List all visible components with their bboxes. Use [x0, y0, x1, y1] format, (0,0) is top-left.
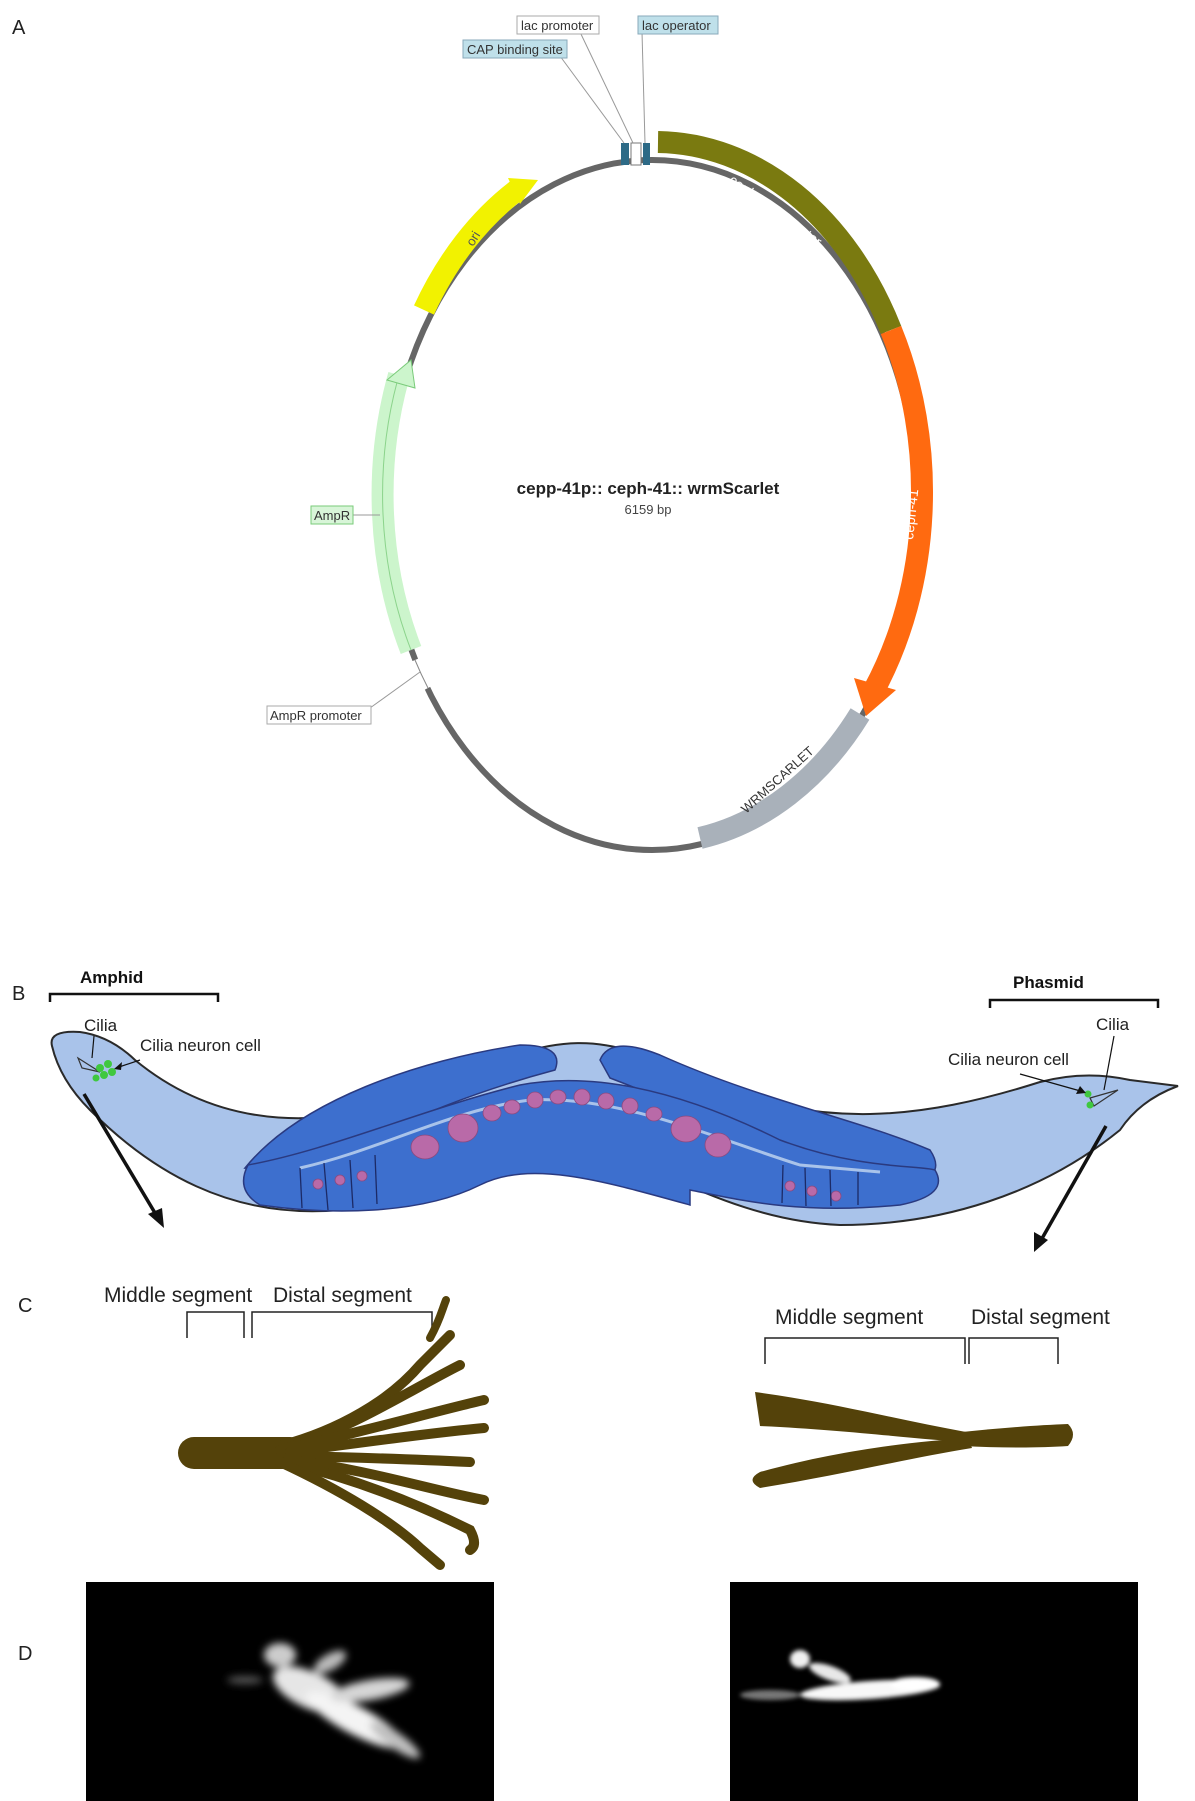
neuron-dot: [100, 1071, 108, 1079]
right-distal-label: Distal segment: [971, 1306, 1110, 1329]
egg: [411, 1135, 439, 1159]
cap-site-text: CAP binding site: [467, 42, 563, 57]
egg: [357, 1171, 367, 1181]
phasmid-label: Phasmid: [1013, 973, 1084, 992]
egg: [831, 1191, 841, 1201]
neuron-dot: [93, 1075, 100, 1082]
ampr-arc: [383, 375, 411, 650]
neuron-dot: [1085, 1091, 1092, 1098]
neuron-label-right: Cilia neuron cell: [948, 1050, 1069, 1069]
egg: [598, 1093, 614, 1109]
egg: [313, 1179, 323, 1189]
panel-label-c: C: [18, 1295, 32, 1317]
amphid-cilia-bundle: [194, 1300, 484, 1565]
ampr-promoter-text: AmpR promoter: [270, 708, 362, 723]
phasmid-micrograph: [730, 1582, 1138, 1801]
egg: [807, 1186, 817, 1196]
right-middle-label: Middle segment: [775, 1306, 923, 1329]
cap-site-mark: [621, 143, 629, 165]
ampr-promoter-leader: [370, 672, 420, 708]
plasmid-map: ceph-41 promoter ceph-41 WRMSCARLET ori …: [267, 16, 922, 850]
phasmid-bracket: [990, 1000, 1158, 1008]
panel-label-d: D: [18, 1643, 32, 1665]
ceph41-promoter-arc: [658, 142, 891, 330]
panel-label-b: B: [12, 983, 25, 1005]
lac-promoter-text: lac promoter: [521, 18, 594, 33]
left-distal-bracket: [252, 1312, 432, 1338]
egg: [705, 1133, 731, 1157]
lac-operator-leader: [642, 32, 645, 143]
right-middle-bracket: [765, 1338, 965, 1364]
right-distal-bracket: [969, 1338, 1058, 1364]
plasmid-name: cepp-41p:: ceph-41:: wrmScarlet: [517, 479, 780, 498]
ori-arc: [424, 190, 517, 310]
lac-promoter-mark: [631, 143, 641, 165]
neuron-dot: [96, 1064, 104, 1072]
egg: [622, 1098, 638, 1114]
left-distal-label: Distal segment: [273, 1284, 412, 1307]
left-middle-bracket: [187, 1312, 244, 1338]
lac-promoter-leader: [580, 32, 633, 143]
phasmid-cilia-bundle: [753, 1392, 1074, 1488]
amphid-micrograph: [86, 1582, 494, 1801]
lac-operator-text: lac operator: [642, 18, 711, 33]
worm-diagram: Amphid Phasmid Cilia Cilia neuron cell C…: [50, 968, 1178, 1252]
panel-label-a: A: [12, 17, 26, 39]
plasmid-size: 6159 bp: [625, 502, 672, 517]
ampr-text: AmpR: [314, 508, 350, 523]
egg: [527, 1092, 543, 1108]
amphid-cilia-schematic: Middle segment Distal segment: [104, 1284, 484, 1565]
left-middle-label: Middle segment: [104, 1284, 252, 1307]
neuron-dot: [108, 1068, 116, 1076]
amphid-label: Amphid: [80, 968, 143, 987]
zoom-arrow-left-head: [148, 1208, 164, 1228]
egg: [671, 1116, 701, 1142]
amphid-bracket: [50, 994, 218, 1002]
egg: [483, 1105, 501, 1121]
phasmid-cilia-schematic: Middle segment Distal segment: [753, 1306, 1111, 1488]
egg: [504, 1100, 520, 1114]
egg: [646, 1107, 662, 1121]
neuron-dot: [1087, 1102, 1094, 1109]
egg: [574, 1089, 590, 1105]
egg: [448, 1114, 478, 1142]
egg: [335, 1175, 345, 1185]
egg: [550, 1090, 566, 1104]
cilia-label-left: Cilia: [84, 1016, 118, 1035]
neuron-dot: [104, 1060, 112, 1068]
neuron-label-left: Cilia neuron cell: [140, 1036, 261, 1055]
cap-site-leader: [560, 56, 624, 143]
cilia-label-right: Cilia: [1096, 1015, 1130, 1034]
lac-operator-mark: [643, 143, 650, 165]
egg: [785, 1181, 795, 1191]
